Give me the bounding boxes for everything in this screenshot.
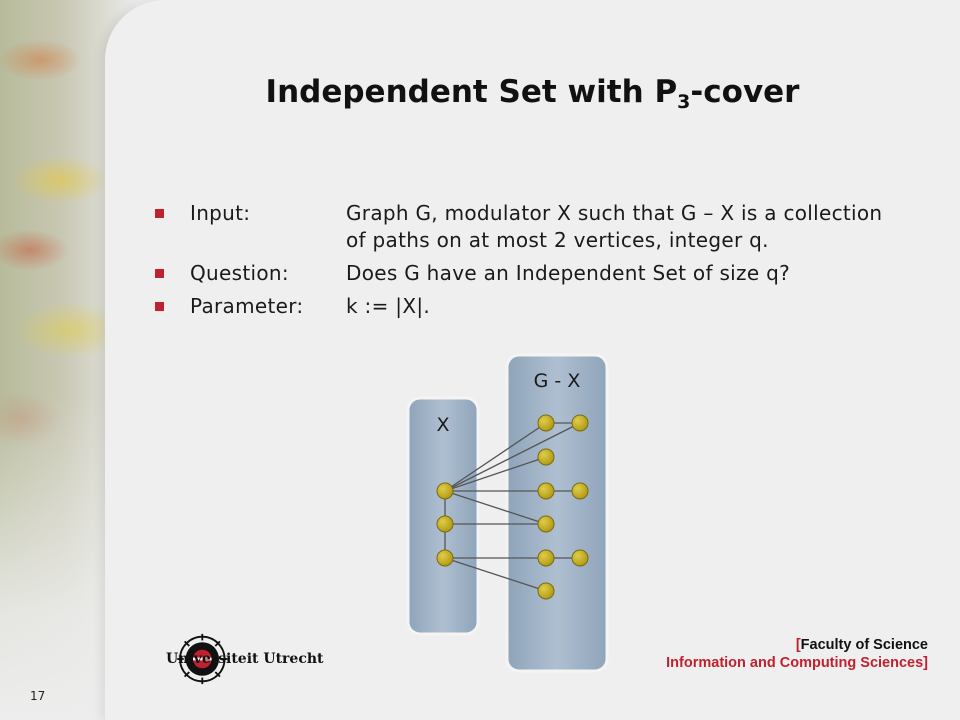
faculty-line2: Information and Computing Sciences	[666, 655, 924, 671]
graph-vertex	[537, 549, 555, 567]
graph-edges	[444, 422, 581, 592]
bullet-list: Input: Graph G, modulator X such that G …	[155, 200, 915, 326]
university-seal-icon	[177, 633, 228, 685]
graph-edge	[444, 490, 547, 525]
graph-edge	[444, 422, 547, 492]
graph-vertex	[571, 482, 589, 500]
graph-vertex	[571, 549, 589, 567]
bracket-open: [	[795, 637, 801, 653]
bullet-square-icon	[155, 209, 164, 218]
graph-edge	[444, 422, 581, 492]
title-subscript: 3	[677, 91, 691, 113]
bullet-label: Parameter:	[190, 294, 304, 318]
graph-vertex	[436, 515, 454, 533]
bullet-label: Input:	[190, 201, 251, 225]
paths-box	[505, 353, 609, 673]
bullet-square-icon	[155, 269, 164, 278]
faculty-line1: Faculty of Science	[800, 637, 928, 653]
graph-vertex	[537, 448, 555, 466]
paths-box-label: G - X	[534, 370, 581, 392]
bracket-close: ]	[923, 655, 928, 671]
graph-vertex	[537, 582, 555, 600]
graph-vertex	[537, 414, 555, 432]
bullet-input: Input: Graph G, modulator X such that G …	[155, 200, 915, 254]
graph-vertex	[537, 515, 555, 533]
bullet-value: Does G have an Independent Set of size q…	[346, 261, 790, 285]
bullet-value: Graph G, modulator X such that G – X is …	[346, 201, 883, 252]
graph-edge	[444, 456, 547, 492]
modulator-box-label: X	[436, 414, 449, 436]
university-name: Universiteit Utrecht	[166, 651, 324, 667]
faculty-label: [Faculty of Science Information and Comp…	[666, 636, 928, 672]
bullet-value: k := |X|.	[346, 294, 431, 318]
graph-vertex	[436, 482, 454, 500]
graph-edge	[444, 557, 547, 592]
graph-vertex	[436, 549, 454, 567]
bullet-parameter: Parameter: k := |X|.	[155, 293, 915, 320]
graph-vertices	[436, 414, 589, 600]
graph-vertex	[571, 414, 589, 432]
bullet-label: Question:	[190, 261, 289, 285]
page-number: 17	[30, 689, 46, 703]
slide-title: Independent Set with P3-cover	[265, 74, 800, 113]
bullet-question: Question: Does G have an Independent Set…	[155, 260, 915, 287]
graph-vertex	[537, 482, 555, 500]
bullet-square-icon	[155, 302, 164, 311]
